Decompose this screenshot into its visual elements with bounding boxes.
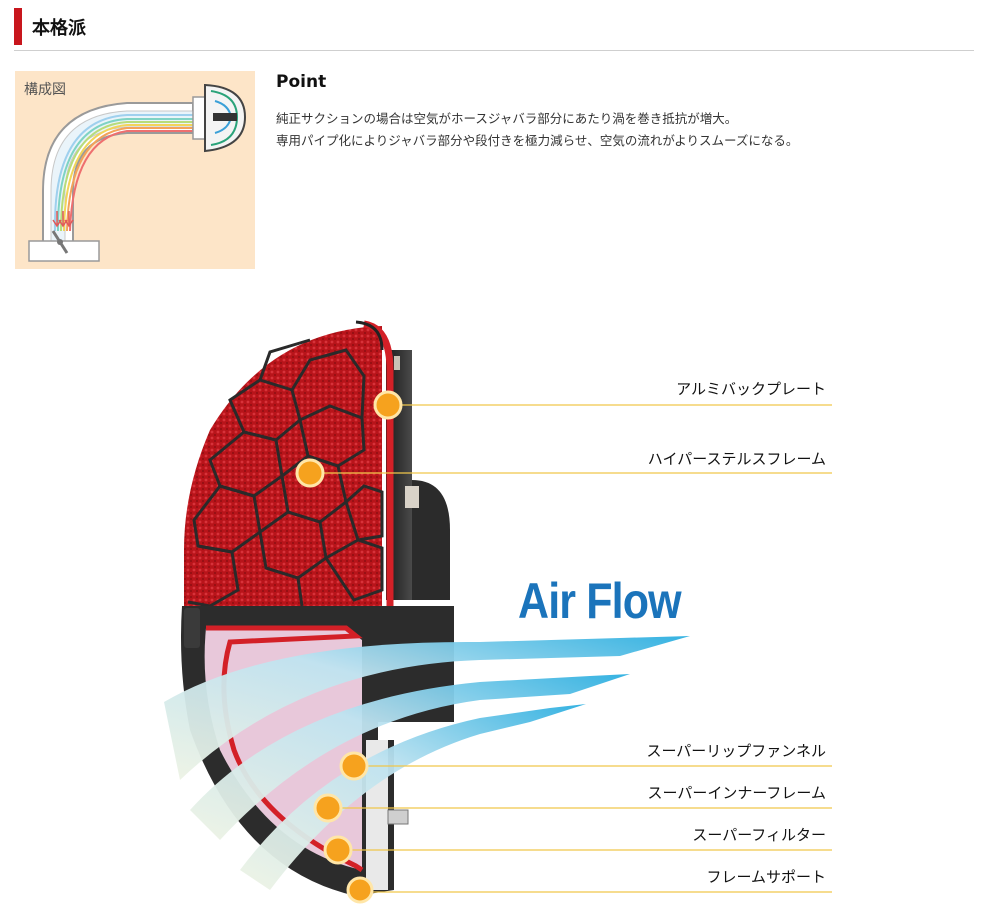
red-filter-dome — [184, 326, 382, 606]
callout-dots — [295, 390, 403, 904]
accent-bar — [14, 8, 22, 45]
airflow-arrow-1 — [164, 636, 690, 780]
part-label-super-filter: スーパーフィルター — [692, 826, 826, 844]
part-label-super-inner-frame: スーパーインナーフレーム — [647, 784, 826, 802]
point-title: Point — [276, 72, 327, 92]
section-title: 本格派 — [32, 18, 86, 39]
hexagon-frame — [187, 338, 384, 608]
part-label-super-lip-funnel: スーパーリップファンネル — [646, 742, 826, 760]
diagram-label: 構成図 — [24, 82, 66, 98]
part-label-frame-support: フレームサポート — [706, 868, 826, 886]
part-label-aluminum-back-plate: アルミバックプレート — [676, 380, 826, 398]
airflow-arrow-2 — [190, 674, 630, 840]
pipe-flow-diagram — [28, 83, 247, 262]
structure-diagram: 構成図 — [15, 71, 255, 269]
air-flow-label: Air Flow — [518, 573, 682, 629]
callout-leader-lines — [310, 404, 832, 893]
point-text-line-1: 純正サクションの場合は空気がホースジャバラ部分にあたり渦を巻き抵抗が増大。 — [276, 111, 738, 126]
section-header: 本格派 — [14, 8, 974, 51]
part-label-hyper-stealth-frame: ハイパーステルスフレーム — [647, 450, 826, 468]
airflow-arrow-3 — [240, 704, 586, 890]
air-filter-cutaway-illustration — [164, 320, 832, 904]
point-text-line-2: 専用パイプ化によりジャバラ部分や段付きを極力減らせ、空気の流れがよりスムーズにな… — [276, 133, 799, 148]
